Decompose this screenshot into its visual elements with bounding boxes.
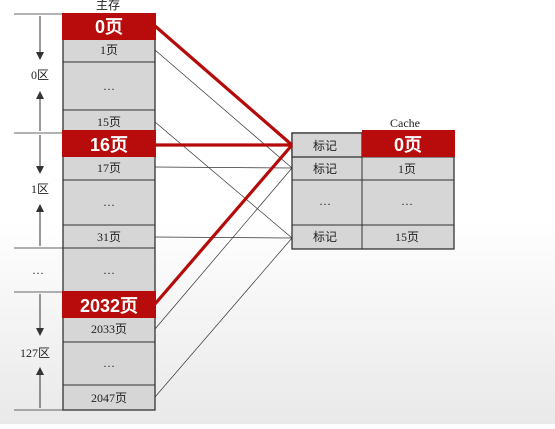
zone-label-0: 0区 (31, 68, 49, 82)
cache-block-ellipsis: … (401, 194, 413, 208)
zone-label-127: 127区 (20, 346, 50, 360)
memory-cell-2033: 2033页 (91, 322, 127, 336)
cache-title: Cache (390, 116, 420, 130)
memory-cell-2047: 2047页 (91, 391, 127, 405)
memory-cell-ellipsis: … (103, 195, 115, 209)
memory-cell-ellipsis: … (103, 356, 115, 370)
cache-block-15: 15页 (395, 230, 419, 244)
main-memory-column: 1页 … 15页 17页 … 31页 … 2033页 … 2047页 (62, 13, 156, 411)
main-memory-title: 主存 (96, 0, 120, 12)
highlight-memory-0: 0页 (62, 13, 156, 40)
highlight-memory-2032: 2032页 (62, 291, 156, 318)
cache-block-1: 1页 (398, 162, 416, 176)
cache-tag-0: 标记 (313, 139, 337, 153)
cache-block-0: 0页 (394, 135, 422, 155)
main-memory-box (62, 13, 156, 411)
memory-cell-16: 16页 (90, 135, 128, 155)
cache-tag-ellipsis: … (319, 194, 331, 208)
zone-label-ellipsis: … (32, 263, 44, 277)
memory-cell-ellipsis: … (103, 263, 115, 277)
mapping-lines (154, 25, 293, 398)
highlight-cache-block-0: 0页 (362, 130, 455, 157)
zone-brackets: 0区 1区 … 127区 (14, 13, 63, 411)
memory-cell-2032: 2032页 (80, 296, 138, 316)
memory-cell-31: 31页 (97, 230, 121, 244)
memory-cell-17: 17页 (97, 161, 121, 175)
memory-cell-0: 0页 (95, 17, 123, 37)
highlight-memory-16: 16页 (62, 130, 156, 157)
zone-label-1: 1区 (31, 182, 49, 196)
memory-cell-15: 15页 (97, 115, 121, 129)
cache-tag-1: 标记 (313, 162, 337, 176)
memory-cell-1: 1页 (100, 43, 118, 57)
memory-cell-ellipsis: … (103, 79, 115, 93)
cache-tag-15: 标记 (313, 230, 337, 244)
highlight-mapping-lines (153, 24, 294, 306)
